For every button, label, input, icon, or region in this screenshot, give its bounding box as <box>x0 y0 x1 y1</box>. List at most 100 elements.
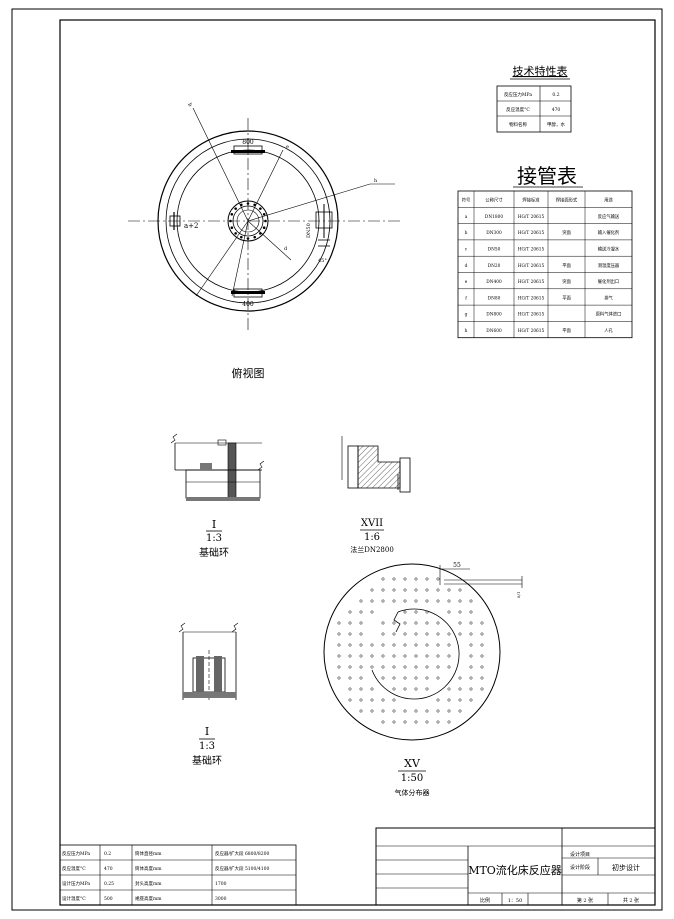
distributor-hole <box>458 588 462 592</box>
nozzle-cell: d <box>465 264 468 269</box>
spec-cell: 1700 <box>215 881 227 887</box>
project-label: 设计项目 <box>570 851 590 858</box>
distributor-hole <box>480 654 484 658</box>
nozzle-cell: 突面 <box>562 229 571 236</box>
distributor-hole <box>414 654 418 658</box>
distributor-hole <box>436 698 440 702</box>
nozzle-cell: 测温度压器 <box>598 262 620 269</box>
distributor-hole <box>458 621 462 625</box>
nozzle-cell: 输送冷凝水 <box>598 245 620 252</box>
distributor-hole <box>381 698 385 702</box>
distributor-hole <box>381 676 385 680</box>
distributor-hole <box>370 610 374 614</box>
distributor-hole <box>359 610 363 614</box>
stage-value: 初步设计 <box>612 863 640 872</box>
distributor-hole <box>348 676 352 680</box>
distributor-hole <box>458 709 462 713</box>
nozzle-cell: 催化剂出口 <box>598 278 619 285</box>
bolt-hole <box>234 232 237 235</box>
distributor-hole <box>359 709 363 713</box>
nozzle-cell: 反应气输送 <box>598 213 620 220</box>
distributor-hole <box>469 665 473 669</box>
detail-numeral: XV <box>404 757 421 770</box>
bolt-hole <box>234 207 237 210</box>
distributor-hole <box>392 698 396 702</box>
bolt-hole <box>264 219 267 223</box>
distributor-hole <box>392 643 396 647</box>
distributor-hole <box>392 577 396 581</box>
spec-cell: 0.2 <box>104 851 111 857</box>
distributor-hole <box>392 709 396 713</box>
distributor-hole <box>436 720 440 724</box>
scale-value: 1：50 <box>508 898 523 904</box>
distributor-hole <box>436 643 440 647</box>
distributor-hole <box>359 676 363 680</box>
distributor-hole <box>381 720 385 724</box>
distributor-hole <box>403 709 407 713</box>
nozzle-cell: HG/T 20615 <box>518 313 545 318</box>
distributor-hole <box>458 599 462 603</box>
distributor-hole <box>392 654 396 658</box>
distributor-hole <box>381 632 385 636</box>
distributor-hole <box>480 687 484 691</box>
detail-base-ring-upper: I 1:3 基础环 <box>170 433 265 559</box>
distributor-hole <box>414 643 418 647</box>
distributor-hole <box>425 665 429 669</box>
spec-cell: 3000 <box>215 896 227 902</box>
distributor-hole <box>359 687 363 691</box>
nozzle-cell: HG/T 20615 <box>518 280 545 285</box>
distributor-hole <box>392 632 396 636</box>
nozzle-cell: 平面 <box>562 328 571 334</box>
distributor-dim: 55 <box>453 562 461 569</box>
tech-row-value: 470 <box>552 107 561 113</box>
nozzle-cell: HG/T 20615 <box>518 215 545 220</box>
tech-table: 技术特性表 反应压力MPa 0.2 反应温度°C 470 物料名称 甲醇，水 <box>496 64 572 133</box>
top-dim-label: 800 <box>242 139 254 146</box>
detail-name: 法兰DN2800 <box>350 545 394 554</box>
distributor-hole <box>414 709 418 713</box>
distributor-hole <box>425 621 429 625</box>
distributor-hole <box>425 643 429 647</box>
distributor-hole <box>414 610 418 614</box>
distributor-hole <box>403 577 407 581</box>
distributor-hole <box>414 687 418 691</box>
spec-cell: 裙座高度mm <box>135 895 162 902</box>
nozzle-cell: b <box>465 231 468 236</box>
distributor-hole <box>348 687 352 691</box>
nozzle-header-cell: 符号 <box>462 197 471 204</box>
distributor-hole <box>425 676 429 680</box>
nozzle-cell: DN300 <box>486 231 502 236</box>
distributor-hole <box>359 599 363 603</box>
distributor-hole <box>403 599 407 603</box>
bolt-hole <box>230 213 234 216</box>
distributor-hole <box>447 610 451 614</box>
distributor-hole <box>381 621 385 625</box>
distributor-hole <box>348 654 352 658</box>
nozzle-cell: e <box>465 280 468 285</box>
distributor-hole <box>425 632 429 636</box>
distributor-hole <box>425 577 429 581</box>
inner-frame <box>59 19 656 906</box>
nozzle-cell: DN400 <box>486 280 502 285</box>
nozzle-cell: HG/T 20615 <box>518 231 545 236</box>
distributor-hole <box>425 720 429 724</box>
distributor-hole <box>414 676 418 680</box>
nozzle-header-cell: 公称尺寸 <box>485 197 503 204</box>
distributor-hole <box>447 599 451 603</box>
nozzle-cell: 人孔 <box>604 327 613 334</box>
distributor-hole <box>359 621 363 625</box>
sheet-number: 第 2 张 <box>577 897 593 904</box>
nozzle-cell: HG/T 20615 <box>518 264 545 269</box>
bolt-hole <box>230 226 234 229</box>
leader-label-d: d <box>284 246 288 252</box>
distributor-hole <box>436 709 440 713</box>
distributor-hole <box>425 709 429 713</box>
distributor-hole <box>337 643 341 647</box>
tech-row-label: 物料名称 <box>509 121 527 128</box>
nozzle-cell: 突面 <box>562 278 571 285</box>
distributor-side-dim: 8/1 <box>516 592 521 598</box>
distributor-hole <box>381 577 385 581</box>
detail-name: 基础环 <box>192 754 222 767</box>
distributor-hole <box>381 599 385 603</box>
distributor-hole <box>480 621 484 625</box>
